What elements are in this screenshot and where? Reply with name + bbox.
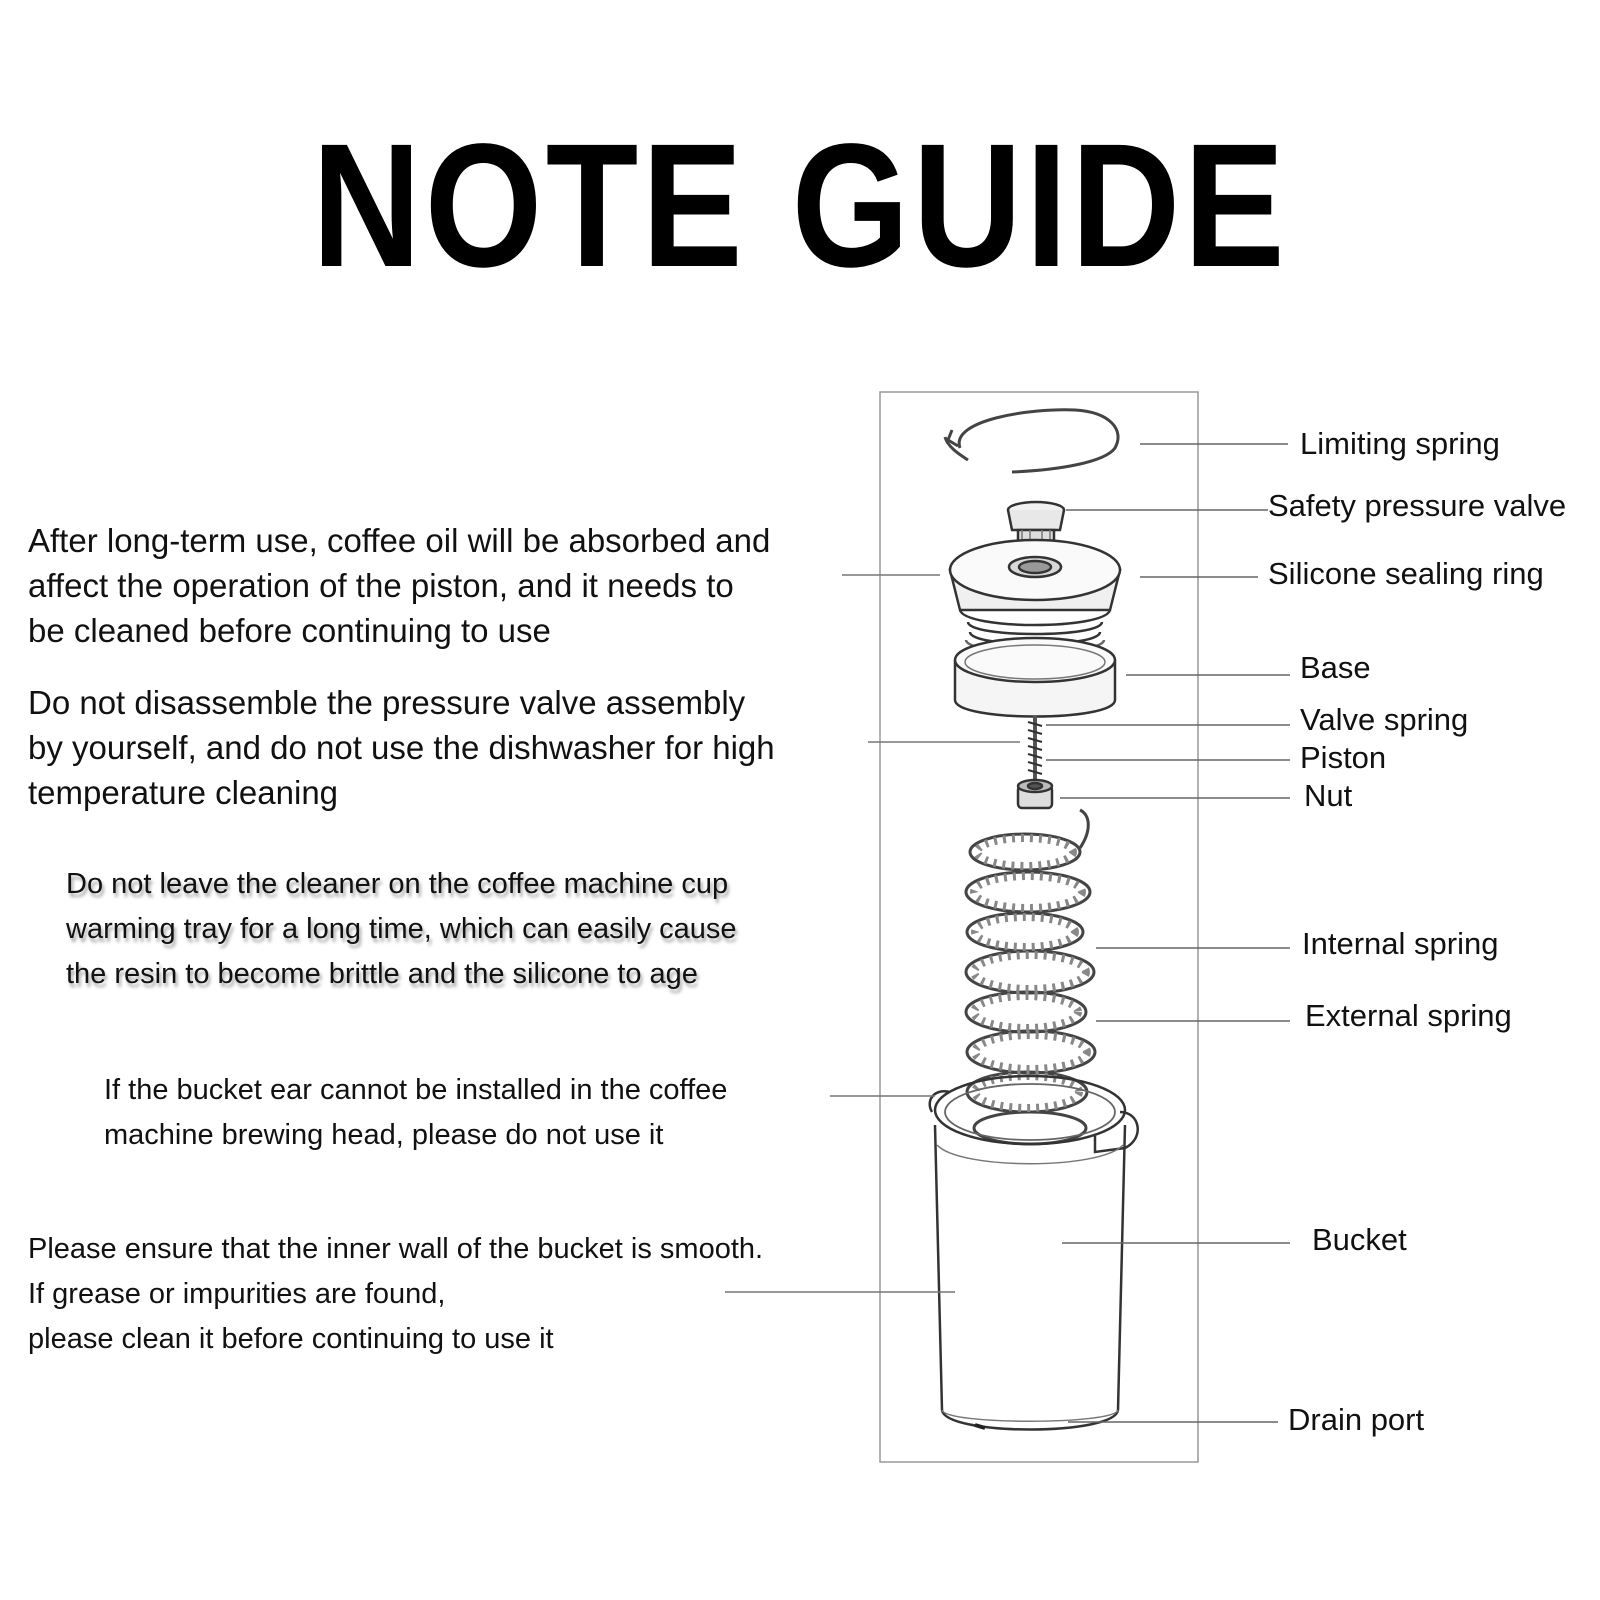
part-leader-lines [1046,443,1290,1423]
nut-drawing [1016,778,1054,810]
diagram-frame [879,391,1199,1463]
label-external-spring: External spring [1305,998,1512,1033]
valve-spring-drawing [1027,716,1043,790]
label-valve-spring: Valve spring [1300,702,1469,737]
note-bucket-ear: If the bucket ear cannot be installed in… [104,1068,727,1158]
springs-drawing [964,808,1097,1146]
note-line: by yourself, and do not use the dishwash… [28,729,775,766]
silicone-sealing-ring-drawing [948,538,1122,627]
note-leader-lines [725,574,1020,1293]
label-bucket: Bucket [1312,1222,1407,1257]
note-line: warming tray for a long time, which can … [66,913,737,945]
note-inner-wall: Please ensure that the inner wall of the… [28,1227,763,1362]
note-line: be cleaned before continuing to use [28,612,551,649]
label-nut: Nut [1304,778,1353,813]
note-line: the resin to become brittle and the sili… [66,958,698,990]
note-warming-tray: Do not leave the cleaner on the coffee m… [66,862,737,997]
note-line: temperature cleaning [28,774,339,811]
label-base: Base [1300,650,1371,685]
limiting-spring-drawing [943,408,1120,474]
page-title: NOTE GUIDE [311,108,1289,304]
label-limiting-spring: Limiting spring [1300,426,1500,461]
label-safety-pressure-valve: Safety pressure valve [1268,488,1567,523]
note-line: If grease or impurities are found, [28,1278,446,1310]
note-line: machine brewing head, please do not use … [104,1119,664,1151]
base-drawing [953,621,1117,718]
note-line: affect the operation of the piston, and … [28,567,734,604]
label-piston: Piston [1300,740,1387,775]
note-line: If the bucket ear cannot be installed in… [104,1074,728,1106]
note-disassemble: Do not disassemble the pressure valve as… [28,680,775,815]
note-line: Do not leave the cleaner on the coffee m… [66,868,729,900]
note-coffee-oil: After long-term use, coffee oil will be … [28,518,770,653]
label-silicone-sealing-ring: Silicone sealing ring [1268,556,1544,591]
label-drain-port: Drain port [1288,1402,1425,1437]
label-internal-spring: Internal spring [1302,926,1499,961]
note-line: Please ensure that the inner wall of the… [28,1233,764,1265]
note-line: After long-term use, coffee oil will be … [28,522,771,559]
note-line: Do not disassemble the pressure valve as… [28,684,746,721]
bucket-drawing [928,1074,1139,1431]
note-line: please clean it before continuing to use… [28,1323,554,1355]
